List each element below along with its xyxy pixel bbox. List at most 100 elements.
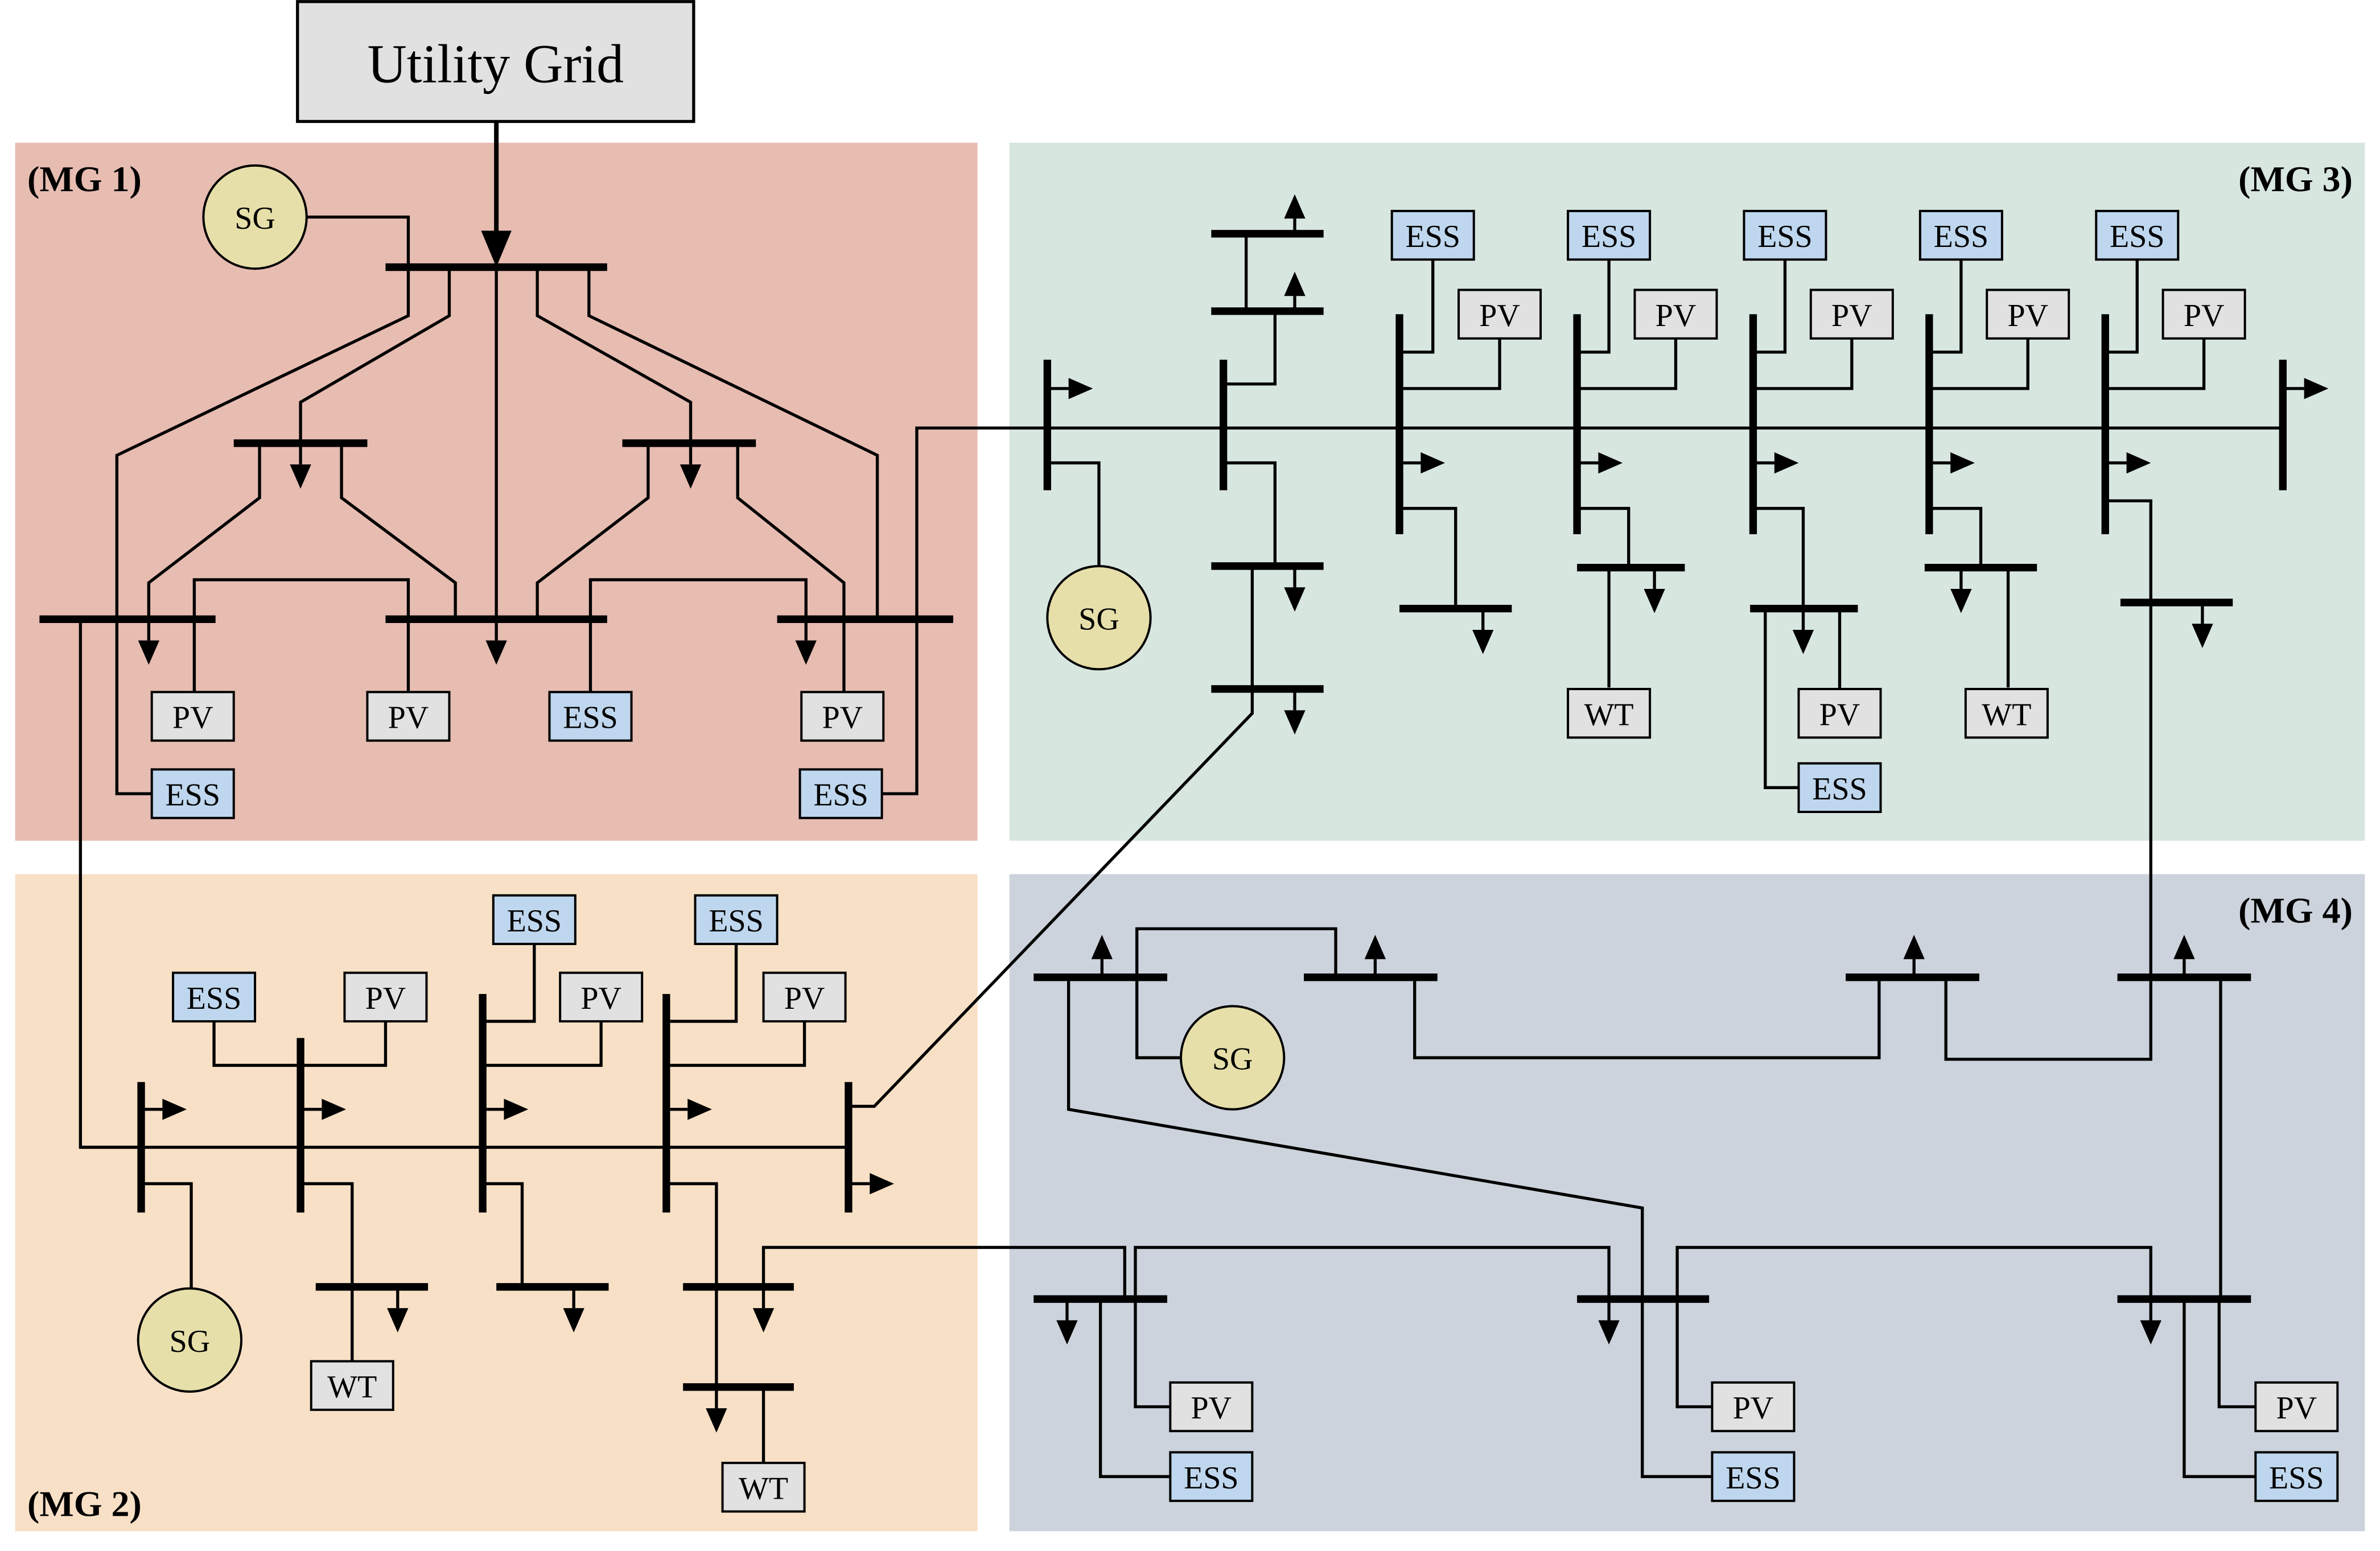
ess-unit: ESS [1711,1451,1796,1502]
line-segment [666,944,738,1023]
ess-label: ESS [2269,1461,2324,1496]
ess-unit: ESS [1390,209,1475,261]
ess-box [2254,1451,2339,1502]
line-segment [1223,311,1277,386]
line-segment [588,578,808,620]
ess-label: ESS [1184,1461,1239,1496]
wt-unit: WT [310,1360,394,1411]
load-arrow [1047,378,1093,399]
pv-unit: PV [1711,1381,1796,1433]
load-arrow [387,1286,409,1333]
pv-box [2254,1381,2339,1433]
pv-unit: PV [1169,1381,1254,1433]
load-arrow-head [2126,452,2151,474]
pv-label: PV [388,700,429,736]
ess-unit: ESS [2095,209,2180,261]
line-segment [666,1021,806,1067]
ess-box [2095,209,2180,261]
wt-unit: WT [1567,687,1652,739]
load-arrow-head [1903,935,1925,959]
load-arrow [1284,194,1306,234]
line-segment [1641,1299,1712,1478]
pv-box [1986,288,2070,340]
ess-unit: ESS [1743,209,1827,261]
utility-grid-box [296,0,695,123]
line-segment [1098,1299,1171,1478]
load-arrow-head [680,464,702,489]
ess-unit: ESS [492,894,577,946]
ess-box [1797,762,1882,814]
line-segment [587,267,879,620]
load-arrow [1399,452,1446,474]
line-segment [147,443,261,620]
wt-box [721,1462,806,1513]
sg-circle [1179,1005,1286,1111]
line-segment [1399,259,1435,354]
wt-box [1964,687,2049,739]
load-arrow [300,1099,347,1120]
pv-box [1809,288,1894,340]
line-segment [1577,259,1611,354]
pv-label: PV [365,981,406,1016]
load-arrow-head [1091,935,1113,959]
line-segment [666,1182,718,1387]
pv-unit: PV [366,691,451,742]
ess-label: ESS [563,700,618,736]
pv-unit: PV [800,691,885,742]
load-arrow-head [2173,935,2195,959]
pv-box [1169,1381,1254,1433]
load-arrow-head [290,464,311,489]
pv-unit: PV [2254,1381,2339,1433]
load-arrow [485,619,507,665]
load-arrow [1644,567,1665,613]
sg-unit: SG [137,1287,243,1393]
ess-unit: ESS [694,894,779,946]
sg-label: SG [170,1324,211,1359]
line-segment [141,1182,193,1289]
ess-label: ESS [1582,219,1637,254]
load-arrow [795,619,817,665]
load-arrow-head [1598,452,1623,474]
load-arrow-head [563,1308,584,1333]
ess-label: ESS [1812,772,1867,807]
load-arrow-head [752,1308,775,1333]
pv-label: PV [172,700,213,736]
load-arrow-head [1644,588,1665,613]
utility-grid-label: Utility Grid [367,34,624,94]
line-segment [2217,1299,2256,1409]
load-arrow-head [1068,378,1093,399]
pv-box [150,691,235,742]
ess-box [1169,1451,1254,1502]
load-arrow [1284,566,1306,612]
ess-box [1390,209,1475,261]
load-arrow-head [1792,629,1814,654]
load-arrow-head [138,640,160,665]
load-arrow-head [870,1173,894,1195]
tie-mg1-mg3 [877,426,1048,795]
load-arrow [1753,452,1799,474]
sg-label: SG [234,201,275,236]
pv-unit: PV [1797,687,1882,739]
ess-unit: ESS [798,768,883,819]
pv-unit: PV [150,691,235,742]
load-arrow-head [706,1408,727,1433]
wt-label: WT [739,1471,788,1507]
line-segment [736,443,846,620]
tie-mg3-mg2 [848,688,1254,1108]
load-arrow-head [485,640,507,665]
ess-unit: ESS [1169,1451,1254,1502]
load-arrow [2105,452,2151,474]
pv-box [343,971,428,1023]
load-arrow-head [1472,629,1494,654]
mg4-region [1009,874,2365,1532]
load-arrow [680,443,702,489]
line-segment [1047,461,1101,568]
ess-box [1711,1451,1796,1502]
sg-unit: SG [1179,1005,1286,1111]
mg4-label: (MG 4) [2238,890,2353,931]
line-segment [1134,1245,1611,1300]
load-arrow [1929,452,1975,474]
line-segment [115,267,410,795]
line-segment [536,267,693,443]
load-arrow [1284,688,1306,735]
